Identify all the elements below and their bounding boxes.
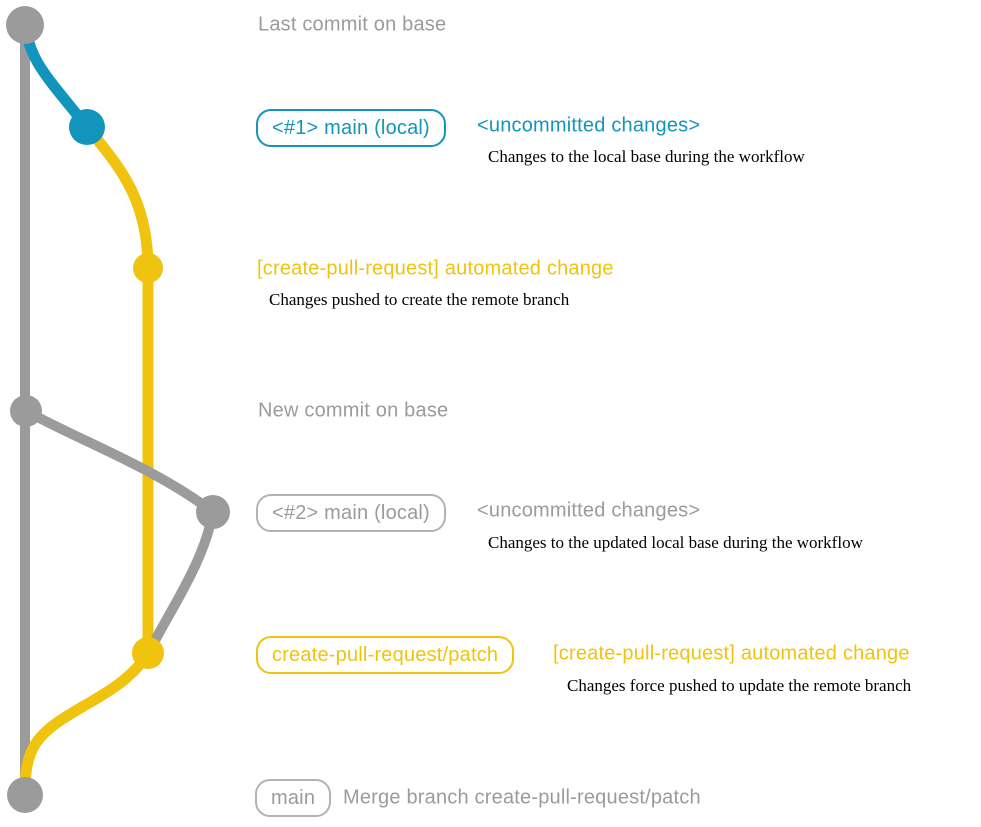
automated-change-2-description: Changes force pushed to update the remot… [567,676,912,695]
patch-branch-line-upper [81,121,154,661]
automated-change-2-label: [create-pull-request] automated change [553,642,910,665]
merge-commit-label: Merge branch create-pull-request/patch [343,786,701,809]
commit-dot-new-base [10,395,42,427]
commit-dot-automated-2 [132,637,164,669]
automated-change-1-label: [create-pull-request] automated change [257,257,614,280]
uncommitted-changes-1-label: <uncommitted changes> [477,114,701,137]
commit-dot-uncommitted-2 [196,495,230,529]
uncommitted-changes-2-description: Changes to the updated local base during… [488,533,863,552]
last-commit-on-base-label: Last commit on base [258,13,447,36]
updated-local-branch-line [21,406,219,655]
patch-branch-badge: create-pull-request/patch [256,636,515,674]
main-local-2-badge: <#2> main (local) [256,494,446,532]
automated-change-1-description: Changes pushed to create the remote bran… [269,290,570,309]
commit-dot-automated-1 [133,253,163,283]
commit-dot-merge [7,777,43,813]
commit-dot-last-base [6,6,44,44]
uncommitted-changes-1-description: Changes to the local base during the wor… [488,147,805,166]
patch-branch-line-lower [19,647,154,799]
uncommitted-changes-2-label: <uncommitted changes> [477,499,701,522]
commit-dot-uncommitted-1 [69,109,105,145]
new-commit-on-base-label: New commit on base [258,399,449,422]
main-local-1-badge: <#1> main (local) [256,109,446,147]
main-branch-badge: main [255,779,332,817]
